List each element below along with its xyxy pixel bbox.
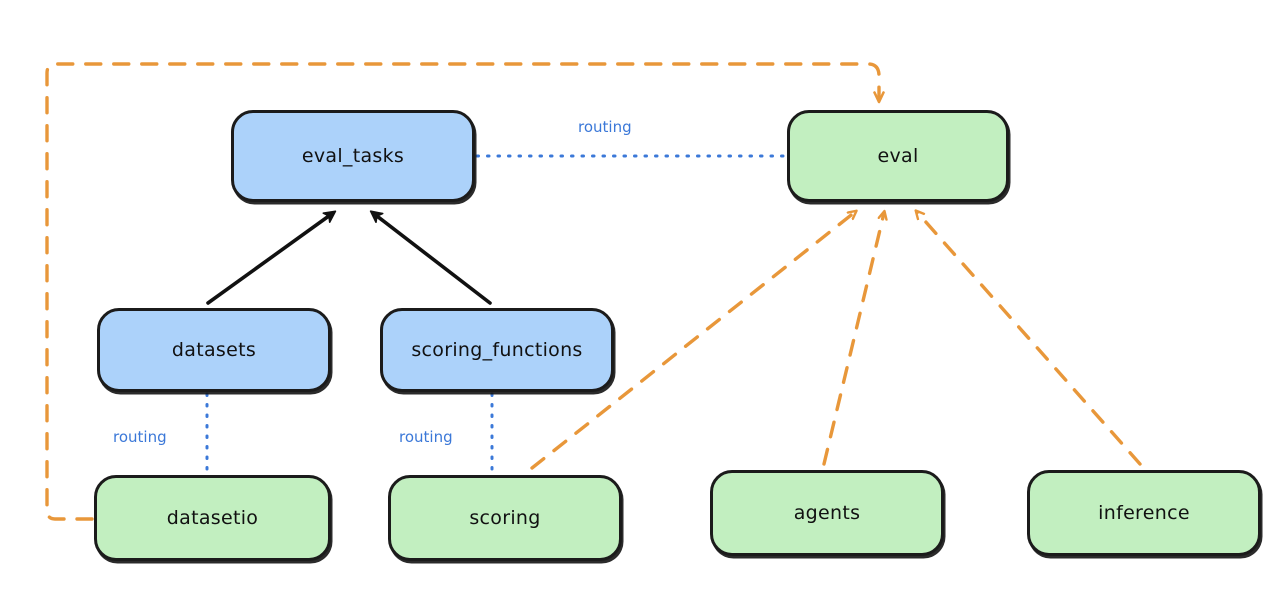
edge-label-routing-eval: routing <box>578 118 632 136</box>
node-eval-tasks[interactable]: eval_tasks <box>231 110 475 202</box>
node-label: eval <box>877 145 919 167</box>
node-datasets[interactable]: datasets <box>97 308 331 392</box>
node-inference[interactable]: inference <box>1027 470 1261 556</box>
edge-label-routing-scoring: routing <box>399 428 453 446</box>
node-label: inference <box>1098 502 1190 524</box>
edge-agents-to-eval <box>822 213 884 466</box>
node-label: agents <box>793 502 861 524</box>
node-agents[interactable]: agents <box>710 470 944 556</box>
node-label: scoring <box>469 507 541 529</box>
edge-inference-to-eval <box>917 212 1142 466</box>
node-label: datasetio <box>166 507 259 529</box>
edge-scoring-to-eval <box>530 212 855 470</box>
edge-scoring-functions-to-eval-tasks <box>369 210 492 305</box>
node-label: eval_tasks <box>301 145 405 167</box>
node-scoring[interactable]: scoring <box>388 475 622 561</box>
edge-datasets-to-eval-tasks <box>206 210 337 305</box>
node-label: scoring_functions <box>411 339 583 361</box>
node-eval[interactable]: eval <box>787 110 1009 202</box>
edge-label-routing-datasets: routing <box>113 428 167 446</box>
edge-datasetio-to-eval <box>45 62 885 521</box>
node-scoring-functions[interactable]: scoring_functions <box>380 308 614 392</box>
node-label: datasets <box>171 339 257 361</box>
node-datasetio[interactable]: datasetio <box>94 475 331 561</box>
